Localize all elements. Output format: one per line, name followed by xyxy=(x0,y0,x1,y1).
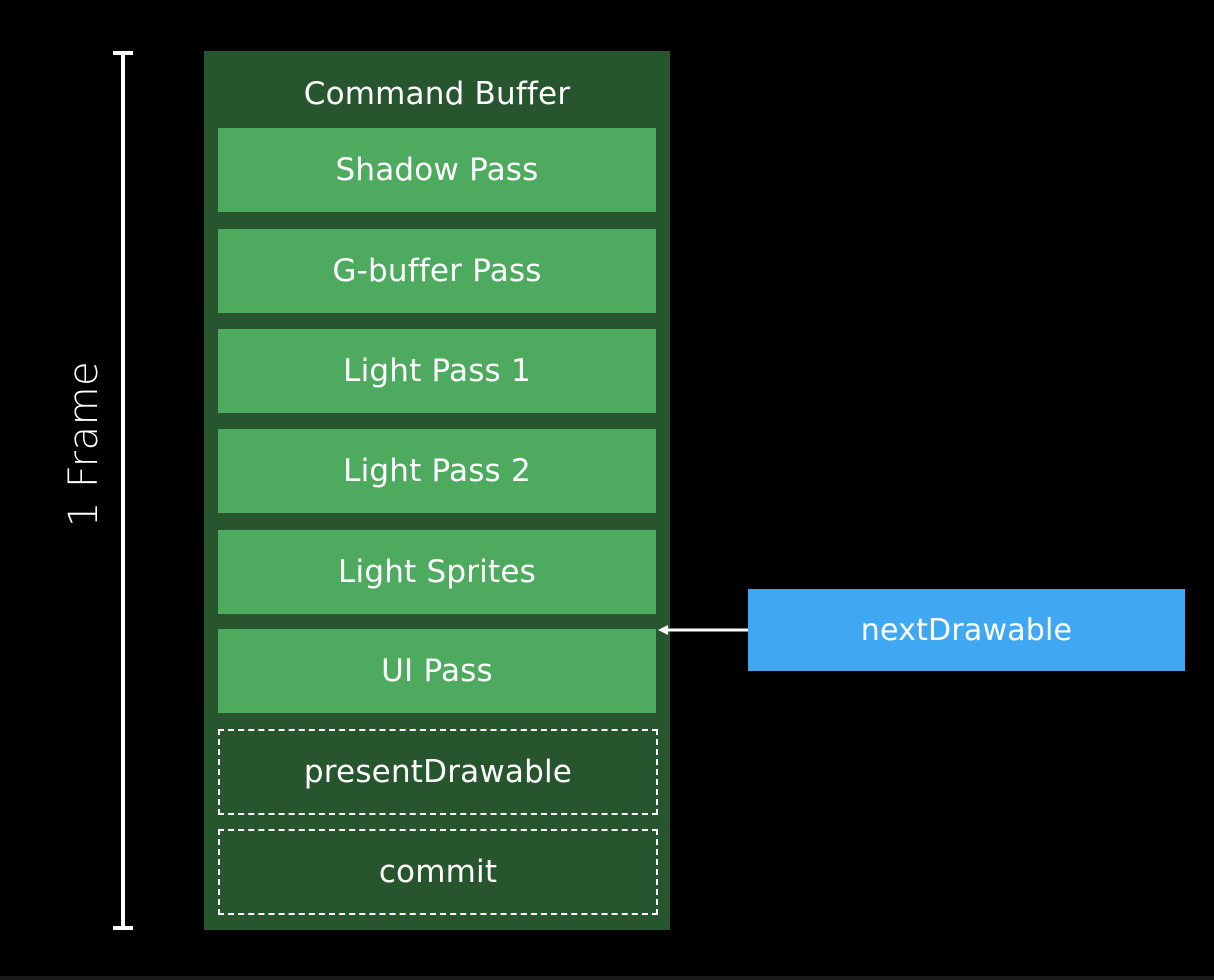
command-buffer-title: Command Buffer xyxy=(303,76,571,112)
frame-label: 1 Frame xyxy=(61,360,107,528)
arrow-left-icon xyxy=(658,625,748,635)
frame-bracket-bottom-cap xyxy=(113,926,133,930)
frame-bracket xyxy=(113,51,133,930)
pass-light-2: Light Pass 2 xyxy=(218,429,656,513)
next-drawable-box: nextDrawable xyxy=(748,589,1185,671)
frame-bracket-stem xyxy=(121,51,125,930)
bottom-edge-strip xyxy=(0,976,1214,980)
pass-light-sprites: Light Sprites xyxy=(218,530,656,614)
pass-g-buffer: G-buffer Pass xyxy=(218,229,656,313)
pass-light-1: Light Pass 1 xyxy=(218,329,656,413)
pass-ui: UI Pass xyxy=(218,629,656,713)
step-present-drawable: presentDrawable xyxy=(218,729,658,815)
step-commit: commit xyxy=(218,829,658,915)
pass-shadow: Shadow Pass xyxy=(218,128,656,212)
